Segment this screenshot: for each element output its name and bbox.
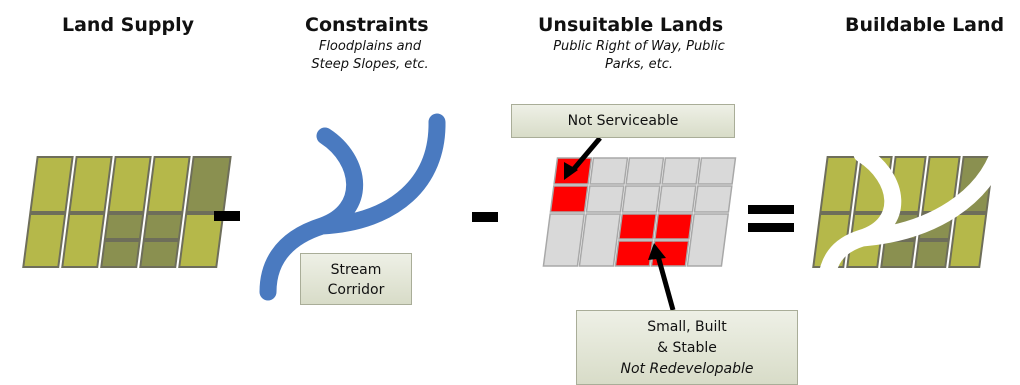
not-serviceable-callout: Not Serviceable — [511, 104, 735, 138]
constraints-subtitle-line2: Steep Slopes, etc. — [311, 57, 429, 72]
not-serviceable-label: Not Serviceable — [567, 113, 679, 129]
stream-corridor-line2: Corridor — [327, 282, 385, 298]
stream-corridor-line1: Stream — [330, 262, 382, 278]
constraints-title: Constraints — [305, 14, 429, 36]
equals-sign-top — [748, 205, 794, 214]
unsuitable-lands-title: Unsuitable Lands — [538, 14, 724, 36]
small-built-line2: & Stable — [657, 340, 717, 356]
unsuitable-lands-grid — [542, 157, 737, 267]
buildable-land-title: Buildable Land — [845, 14, 1005, 36]
buildable-land-parcels — [812, 156, 995, 268]
small-built-arrowhead — [648, 243, 666, 260]
constraints-subtitle: Floodplains and Steep Slopes, etc. — [284, 38, 456, 74]
not-serviceable-arrowhead — [564, 162, 578, 180]
land-supply-parcels — [22, 156, 232, 268]
small-built-callout: Small, Built & Stable Not Redevelopable — [576, 310, 798, 385]
small-built-arrow — [655, 255, 676, 311]
land-supply-title: Land Supply — [62, 14, 194, 36]
unsuitable-lands-subtitle: Public Right of Way, Public Parks, etc. — [530, 38, 748, 74]
not-serviceable-arrow — [571, 136, 602, 172]
unsuitable-subtitle-line2: Parks, etc. — [604, 57, 674, 72]
small-built-line1: Small, Built — [647, 319, 727, 335]
minus-sign-2 — [472, 212, 498, 222]
constraints-subtitle-line1: Floodplains and — [318, 39, 422, 54]
equals-sign-bottom — [748, 223, 794, 232]
unsuitable-subtitle-line1: Public Right of Way, Public — [553, 39, 725, 54]
minus-sign-1 — [214, 211, 240, 221]
stream-corridor-callout: Stream Corridor — [300, 253, 412, 305]
small-built-line3: Not Redevelopable — [620, 361, 754, 377]
stream-corridor-shape — [259, 113, 446, 301]
